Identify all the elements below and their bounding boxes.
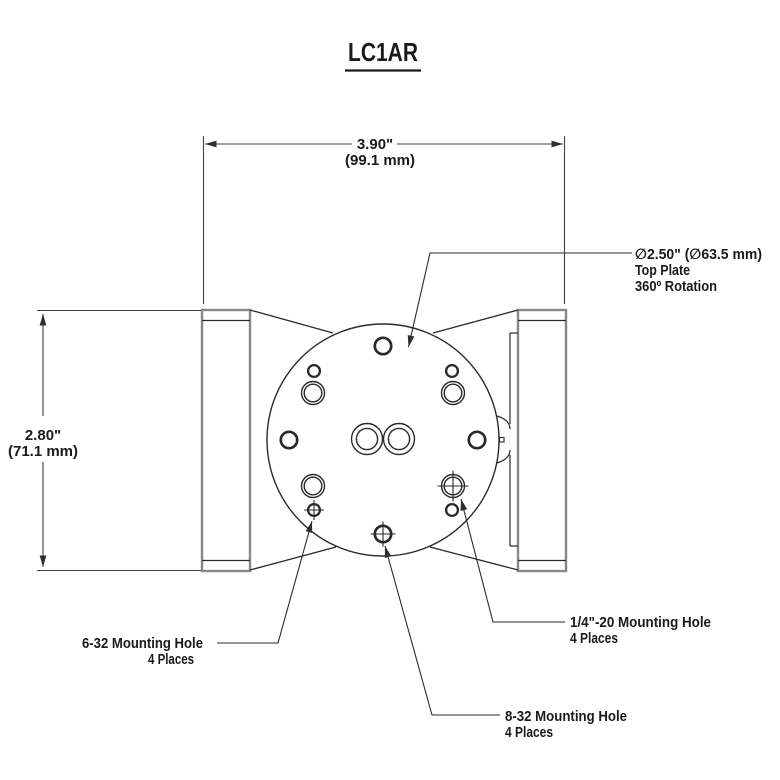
callout-6-32: 6-32 Mounting Hole 4 Places (82, 636, 203, 668)
hole-6-32-upper-right (444, 363, 460, 379)
clamp-relief-curve-bottom (496, 449, 511, 464)
clamp-relief-curve-top (496, 415, 511, 430)
hole-6-32-upper-left (306, 363, 322, 379)
leader-quarter-20 (460, 498, 565, 623)
clamp-screw-detail (498, 436, 505, 443)
callout-quarter-20: 1/4"-20 Mounting Hole 4 Places (570, 615, 711, 647)
mounting-holes (279, 336, 487, 547)
hole-8-32-label: 8-32 Mounting Hole (505, 709, 627, 725)
width-dimension: 3.90" (99.1 mm) (202, 136, 566, 304)
hole-quarter-20-lower-left (300, 473, 326, 499)
top-plate-name-label: Top Plate (635, 263, 690, 279)
clamp-strip-detail (496, 332, 518, 547)
base-edge-bottom-right (429, 546, 519, 571)
body-outline (200, 308, 568, 573)
hole-quarter-20-upper-right (440, 380, 466, 406)
hole-6-32-lower-left-marked (304, 500, 324, 520)
leader-6-32 (217, 520, 313, 644)
right-clamp-block (516, 308, 568, 573)
hole-8-32-places-label: 4 Places (505, 725, 553, 741)
part-number-label: LC1AR (348, 37, 418, 67)
callout-top-plate: ∅2.50" (∅63.5 mm) Top Plate 360º Rotatio… (635, 247, 762, 295)
center-bore-right (382, 422, 416, 456)
top-plate-circle (266, 323, 500, 557)
top-plate-diameter-label: ∅2.50" (∅63.5 mm) (635, 247, 762, 263)
hole-8-32-top (373, 336, 393, 356)
width-metric-label: (99.1 mm) (345, 152, 415, 169)
height-inches-label: 2.80" (25, 427, 61, 444)
hole-6-32-lower-right (444, 502, 460, 518)
height-dimension: 2.80" (71.1 mm) (8, 309, 202, 572)
center-bore-left (350, 422, 384, 456)
leader-8-32 (384, 545, 500, 716)
hole-6-32-label: 6-32 Mounting Hole (82, 636, 203, 652)
base-edge-bottom-left (249, 546, 337, 571)
hole-6-32-places-label: 4 Places (148, 652, 194, 668)
base-edge-top-right (432, 309, 519, 334)
hole-quarter-20-upper-left (300, 380, 326, 406)
leader-top-plate (407, 252, 632, 348)
hole-8-32-bottom-marked (370, 521, 396, 547)
hole-quarter-20-label: 1/4"-20 Mounting Hole (570, 615, 711, 631)
left-clamp-block (200, 308, 252, 573)
hole-quarter-20-places-label: 4 Places (570, 631, 618, 647)
base-edge-top-left (249, 309, 334, 334)
hole-8-32-left (279, 430, 299, 450)
width-inches-label: 3.90" (357, 136, 393, 153)
hole-quarter-20-lower-right-marked (437, 470, 469, 502)
callout-8-32: 8-32 Mounting Hole 4 Places (505, 709, 627, 741)
height-metric-label: (71.1 mm) (8, 443, 78, 460)
top-plate-rotation-label: 360º Rotation (635, 279, 717, 295)
hole-8-32-right (467, 430, 487, 450)
part-title: LC1AR (345, 37, 421, 72)
